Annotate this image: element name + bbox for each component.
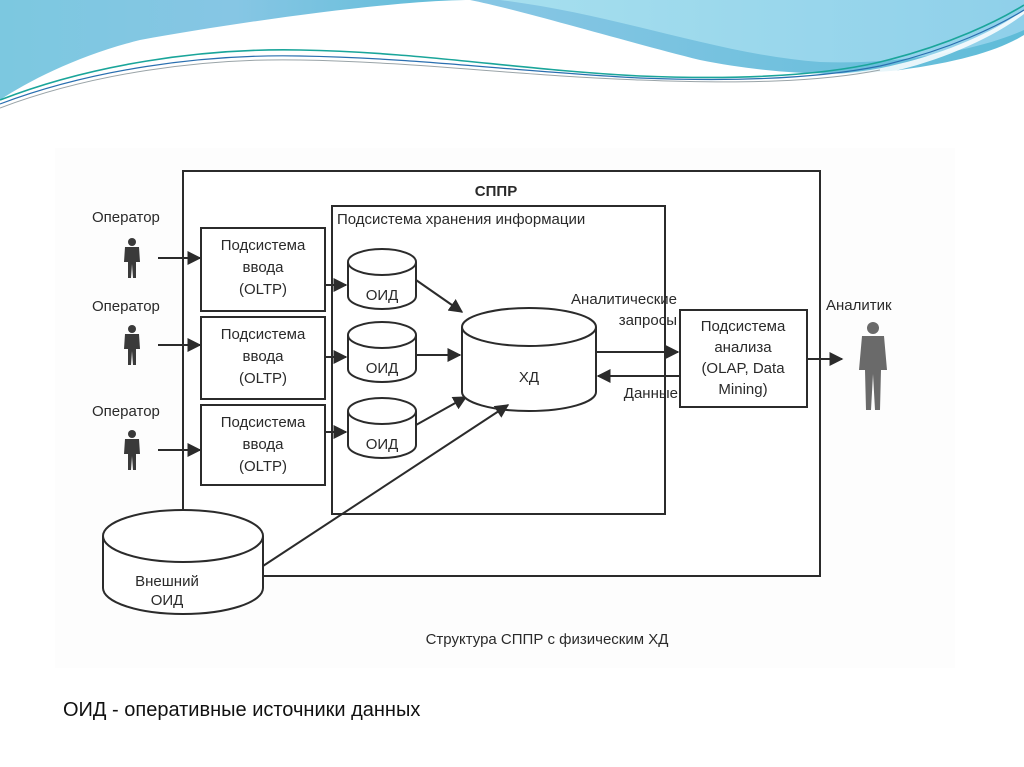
wave-shape-left [0,0,470,100]
input-subsystem-2: Подсистема ввода (OLTP) [200,316,326,400]
oid-store-3: ОИД [347,397,417,459]
person-icon [124,238,140,278]
oid-label: ОИД [366,360,399,377]
operator-label: Оператор [92,209,160,226]
input-subsystem-line3: (OLTP) [239,281,287,298]
input-subsystem-line1: Подсистема [221,326,306,343]
input-subsystem-line3: (OLTP) [239,458,287,475]
external-oid-line1: Внешний [135,573,199,590]
wave-line-blue [0,9,1024,105]
analysis-subsystem-line4: Mining) [718,381,767,398]
analyst-person-icon [859,322,887,410]
input-subsystem-line1: Подсистема [221,414,306,431]
operator-1: Оператор [92,209,202,278]
analysis-subsystem-line3: (OLAP, Data [701,360,785,377]
oid-label: ОИД [366,436,399,453]
person-icon [124,430,140,470]
operator-2: Оператор [92,298,202,365]
external-oid-store: Внешний ОИД [102,509,264,615]
arrow-external-oid-to-warehouse [262,404,510,567]
oid-store-2: ОИД [347,321,417,383]
wave-white-band [0,10,1024,118]
oid-label: ОИД [366,287,399,304]
input-subsystem-line2: ввода [243,436,285,453]
wave-shape-light [500,0,1024,63]
queries-label-line2: запросы [619,312,677,329]
data-warehouse: ХД [461,307,597,412]
input-subsystem-1: Подсистема ввода (OLTP) [200,227,326,312]
warehouse-label: ХД [519,369,539,386]
operator-label: Оператор [92,298,160,315]
operator-label: Оператор [92,403,160,420]
footnote-text: ОИД - оперативные источники данных [63,699,421,721]
dss-title: СППР [475,183,517,200]
input-subsystem-line2: ввода [243,259,285,276]
person-icon [124,325,140,365]
input-subsystem-line1: Подсистема [221,237,306,254]
wave-line-grey [0,59,881,109]
analysis-subsystem-line1: Подсистема [701,318,786,335]
input-subsystem-3: Подсистема ввода (OLTP) [200,404,326,486]
data-label: Данные [624,385,678,402]
input-subsystem-line3: (OLTP) [239,370,287,387]
decorative-wave-banner [0,0,1024,118]
external-oid-line2: ОИД [151,592,184,609]
analysis-subsystem-line2: анализа [714,339,772,356]
arrow-oid-to-warehouse [415,279,464,313]
input-subsystem-line2: ввода [243,348,285,365]
wave-line-teal [0,4,1024,101]
oid-store-1: ОИД [347,248,417,310]
analysis-subsystem: Подсистема анализа (OLAP, Data Mining) [679,309,808,408]
analyst-label: Аналитик [826,297,892,314]
operator-3: Оператор [92,403,202,470]
arrow-oid-to-warehouse [415,396,468,426]
storage-subsystem-label: Подсистема хранения информации [337,211,585,228]
queries-label-line1: Аналитические [571,291,677,308]
diagram-caption: Структура СППР с физическим ХД [426,631,669,648]
